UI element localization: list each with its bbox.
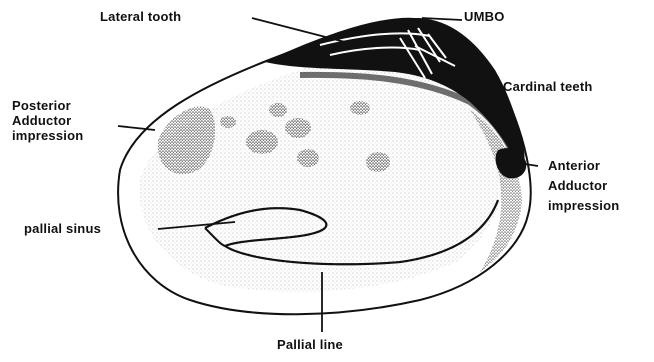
label-lateral-tooth: Lateral tooth bbox=[100, 9, 181, 24]
label-umbo: UMBO bbox=[464, 9, 505, 24]
label-posterior-adductor-impression: Posterior Adductor impression bbox=[12, 98, 83, 143]
label-pallial-sinus: pallial sinus bbox=[24, 221, 101, 236]
label-anterior-adductor-impression: Anterior Adductor impression bbox=[548, 156, 619, 216]
label-cardinal-teeth: Cardinal teeth bbox=[503, 79, 592, 94]
label-pallial-line: Pallial line bbox=[277, 337, 343, 352]
